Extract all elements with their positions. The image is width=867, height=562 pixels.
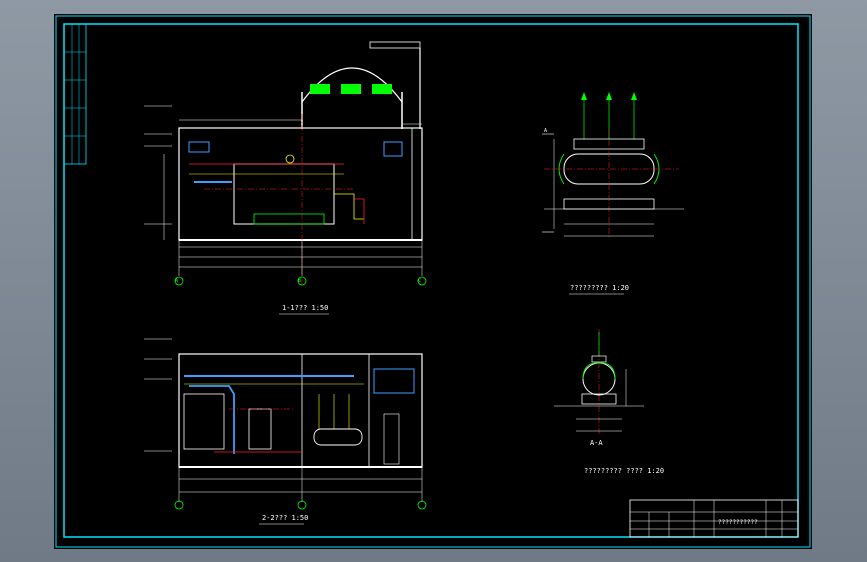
revision-strip [63, 23, 87, 165]
outer-frame [55, 15, 811, 548]
grid-label-b: B [298, 278, 302, 284]
drawing-canvas [55, 15, 811, 548]
title-block [629, 499, 799, 538]
titleblock-main-text: ??????????? [718, 519, 758, 526]
view5-title: ????????? ???? 1:20 [584, 467, 665, 475]
inner-frame [63, 23, 799, 538]
grid-label-a: A [175, 278, 179, 284]
drawing-sheet[interactable]: A B C 1-1??? 1:50 2-2??? 1:50 ????????? … [54, 14, 812, 549]
tank-section-aa [554, 329, 644, 434]
section-2-2 [144, 338, 427, 525]
grid-label-c: C [418, 278, 422, 284]
view2-title: 2-2??? 1:50 [262, 514, 309, 522]
tank-elevation [542, 92, 684, 295]
view1-title: 1-1??? 1:50 [282, 304, 329, 312]
view4-title: A-A [590, 439, 603, 447]
view3-title: ????????? 1:20 [570, 284, 630, 292]
section-marker-a: A [544, 128, 548, 134]
section-1-1 [144, 41, 427, 315]
